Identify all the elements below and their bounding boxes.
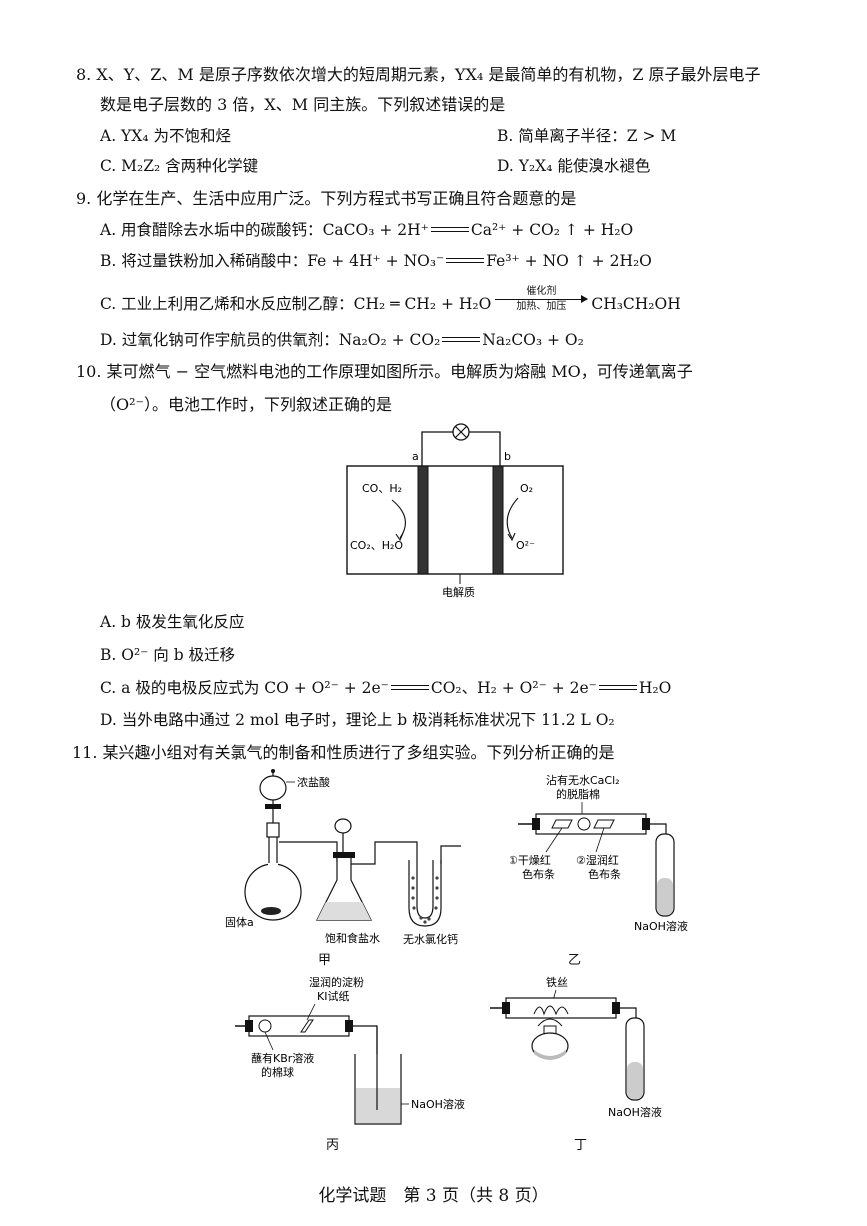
q9-option-c-lhs: CH₂ ═ CH₂ + H₂O — [353, 295, 492, 313]
q10-option-b: B. O²⁻ 向 b 极迁移 — [100, 646, 236, 664]
equals-sign — [598, 683, 637, 693]
apparatus-yi-caption: 乙 — [568, 953, 582, 968]
q8-option-b: B. 简单离子半径：Z > M — [497, 127, 677, 145]
brine-label: 饱和食盐水 — [325, 931, 380, 945]
electrolyte-label: 电解质 — [442, 585, 475, 599]
q9-option-b-lhs: Fe + 4H⁺ + NO₃⁻ — [307, 252, 445, 270]
apparatus-bing: 湿润的淀粉 KI试纸 蘸有KBr溶液 的棉球 NaOH溶液 — [235, 975, 465, 1125]
arrow-condition-bottom: 加热、加压 — [516, 301, 567, 312]
cacl2-label: 无水氯化钙 — [403, 932, 458, 946]
ding-wire-label: 铁丝 — [546, 976, 568, 989]
q8-stem-line1: 8. X、Y、Z、M 是原子序数依次增大的短周期元素，YX₄ 是最简单的有机物，… — [76, 65, 761, 84]
q9-option-a: A. 用食醋除去水垢中的碳酸钙：CaCO₃ + 2H⁺ Ca²⁺ + CO₂ ↑ … — [100, 219, 633, 241]
q9-option-d: D. 过氧化钠可作宇航员的供氧剂：Na₂O₂ + CO₂ Na₂CO₃ + O₂ — [100, 329, 584, 351]
anode-input-label: CO、H₂ — [362, 482, 402, 495]
q8-option-a: A. YX₄ 为不饱和烃 — [100, 127, 231, 145]
q10-option-c-mid: CO₂、H₂ + O²⁻ + 2e⁻ — [430, 679, 597, 697]
electrode-a — [417, 465, 429, 575]
solid-a-label: 固体a — [225, 915, 254, 929]
bing-paper-label-1: 湿润的淀粉 — [309, 975, 364, 989]
yi-dry-strip-label-2: 色布条 — [522, 867, 555, 881]
q8-option-d: D. Y₂X₄ 能使溴水褪色 — [497, 157, 651, 175]
q9-option-b: B. 将过量铁粉加入稀硝酸中：Fe + 4H⁺ + NO₃⁻ Fe³⁺ + NO … — [100, 250, 652, 272]
q10-option-c: C. a 极的电极反应式为 CO + O²⁻ + 2e⁻ CO₂、H₂ + O²⁻… — [100, 677, 671, 699]
q9-option-d-rhs: Na₂CO₃ + O₂ — [482, 331, 584, 349]
cathode-input-label: O₂ — [520, 482, 533, 495]
q10-option-c-end: H₂O — [638, 679, 672, 697]
electrode-a-label: a — [412, 450, 419, 463]
cathode-output-label: O²⁻ — [516, 539, 535, 552]
q9-option-d-lhs: Na₂O₂ + CO₂ — [338, 331, 441, 349]
yi-wet-strip-label-2: 色布条 — [588, 867, 621, 881]
q9-option-b-text: B. 将过量铁粉加入稀硝酸中： — [100, 252, 308, 270]
apparatus-ding: 铁丝 NaOH溶液 — [490, 976, 662, 1119]
q10-option-a: A. b 极发生氧化反应 — [100, 613, 245, 631]
apparatus-bing-caption: 丙 — [326, 1138, 340, 1153]
page-footer: 化学试题 第 3 页（共 8 页） — [318, 1186, 549, 1206]
fuel-cell-diagram: a b CO、H₂ CO₂、H₂O O₂ O²⁻ 电解质 — [346, 423, 564, 599]
yi-cotton-label-2: 的脱脂棉 — [556, 787, 600, 801]
bing-paper-label-2: KI试纸 — [317, 990, 349, 1003]
apparatus-jia-caption: 甲 — [318, 953, 332, 968]
apparatus-ding-caption: 丁 — [574, 1138, 588, 1153]
arrow-condition-top: 催化剂 — [526, 286, 557, 297]
q11-stem: 11. 某兴趣小组对有关氯气的制备和性质进行了多组实验。下列分析正确的是 — [72, 743, 615, 762]
q9-option-a-rhs: Ca²⁺ + CO₂ ↑ + H₂O — [470, 221, 634, 239]
q9-option-a-text: A. 用食醋除去水垢中的碳酸钙： — [100, 221, 323, 239]
q9-option-d-text: D. 过氧化钠可作宇航员的供氧剂： — [100, 331, 339, 349]
q9-option-c-rhs: CH₃CH₂OH — [591, 295, 681, 313]
equals-sign — [430, 225, 469, 235]
yi-cotton-label-1: 沾有无水CaCl₂ — [546, 773, 620, 787]
yi-wet-strip-label-1: ②湿润红 — [576, 853, 619, 867]
q9-option-b-rhs: Fe³⁺ + NO ↑ + 2H₂O — [486, 252, 652, 270]
anode-output-label: CO₂、H₂O — [350, 539, 403, 552]
q8-stem-line2: 数是电子层数的 3 倍，X、M 同主族。下列叙述错误的是 — [100, 95, 506, 114]
electrode-b-label: b — [504, 450, 511, 463]
ding-naoh-label: NaOH溶液 — [608, 1105, 662, 1119]
q10-stem-line1: 10. 某可燃气 − 空气燃料电池的工作原理如图所示。电解质为熔融 MO，可传递… — [76, 362, 693, 381]
q9-option-c-text: C. 工业上利用乙烯和水反应制乙醇： — [100, 295, 354, 313]
q10-stem-line2: （O²⁻）。电池工作时，下列叙述正确的是 — [100, 395, 392, 414]
reaction-arrow: 催化剂加热、加压 — [495, 286, 589, 312]
bing-ball-label-1: 蘸有KBr溶液 — [251, 1051, 314, 1065]
q10-option-c-text: C. a 极的电极反应式为 CO + O²⁻ + 2e⁻ — [100, 679, 389, 697]
equals-sign — [446, 256, 485, 266]
equals-sign — [442, 335, 481, 345]
conc-hcl-label: 浓盐酸 — [297, 775, 330, 789]
apparatus-jia: 浓盐酸 固体a 饱和食盐水 无水氯化钙 — [225, 769, 461, 946]
q8-option-c: C. M₂Z₂ 含两种化学键 — [100, 157, 259, 175]
electrode-b — [492, 465, 504, 575]
q9-stem: 9. 化学在生产、生活中应用广泛。下列方程式书写正确且符合题意的是 — [76, 189, 577, 208]
equals-sign — [390, 683, 429, 693]
yi-naoh-label: NaOH溶液 — [634, 919, 688, 933]
q10-option-d: D. 当外电路中通过 2 mol 电子时，理论上 b 极消耗标准状况下 11.2… — [100, 711, 615, 729]
q9-option-a-lhs: CaCO₃ + 2H⁺ — [322, 221, 429, 239]
yi-dry-strip-label-1: ①干燥红 — [510, 854, 551, 867]
bing-naoh-label: NaOH溶液 — [411, 1097, 465, 1111]
bing-ball-label-2: 的棉球 — [261, 1065, 294, 1079]
apparatus-yi: 沾有无水CaCl₂ 的脱脂棉 ①干燥红 色布条 ②湿润红 色布条 NaOH溶液 — [510, 773, 688, 933]
